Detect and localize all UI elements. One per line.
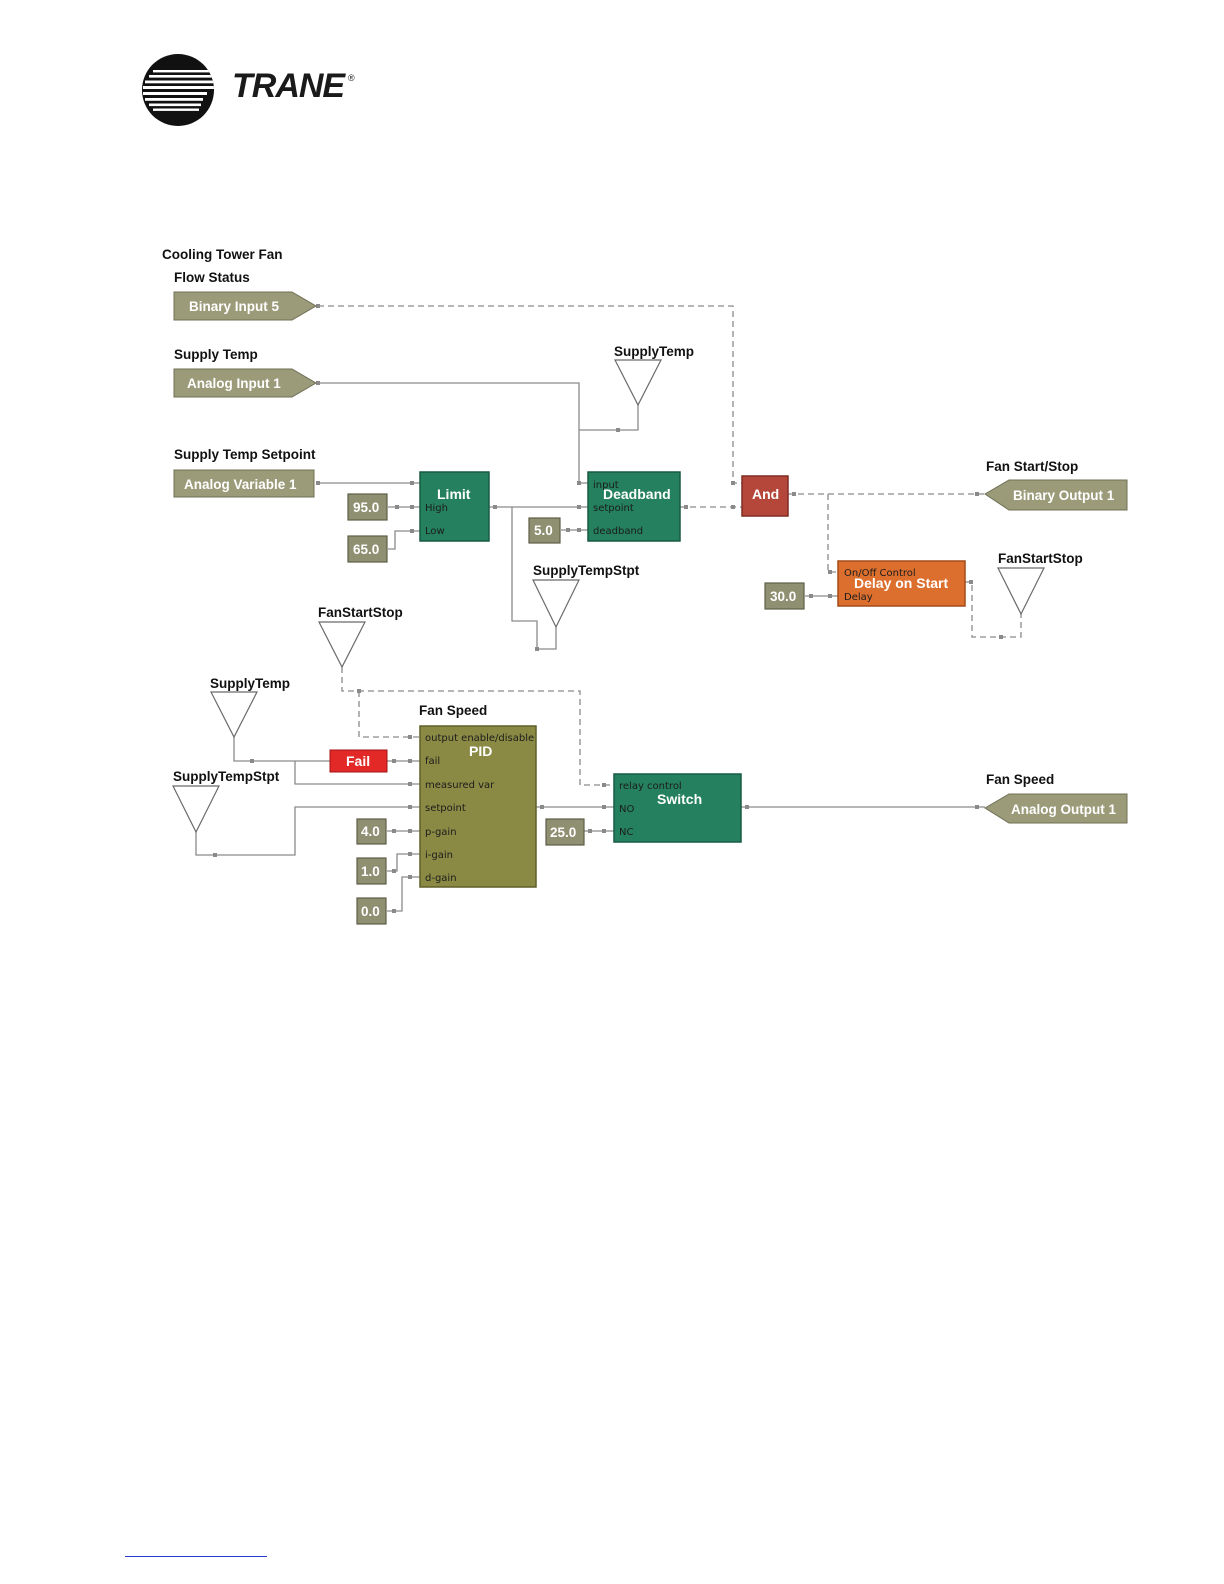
connection-dots <box>213 304 1003 913</box>
ref-supplytempstpt-mid[interactable]: SupplyTempStpt <box>532 563 640 629</box>
pid-pin-measured-var: measured var <box>425 780 495 791</box>
delay-block-name: Delay on Start <box>854 575 948 591</box>
ref-supplytemp-top-label: SupplyTemp <box>614 344 694 359</box>
constant-25[interactable]: 25.0 <box>545 818 585 846</box>
delay-pin-onoff: On/Off Control <box>844 568 916 579</box>
ref-supplytempstpt-left[interactable]: SupplyTempStpt <box>172 769 280 834</box>
switch-block[interactable]: relay control Switch NO NC <box>613 773 742 843</box>
bo1-title: Fan Start/Stop <box>986 459 1078 474</box>
pid-pin-setpoint: setpoint <box>425 803 466 814</box>
analog-output-1-label: Analog Output 1 <box>1011 802 1116 817</box>
ref-supplytempstpt-left-label: SupplyTempStpt <box>173 769 280 784</box>
registered-mark: ® <box>348 73 355 83</box>
pid-pin-i-gain: i-gain <box>425 850 453 861</box>
constant-d-gain[interactable]: 0.0 <box>356 897 387 925</box>
constant-d-gain-value: 0.0 <box>361 904 380 919</box>
analog-input-1[interactable]: Analog Input 1 <box>173 368 317 398</box>
limit-pin-low: Low <box>425 526 445 537</box>
binary-input-5[interactable]: Binary Input 5 <box>173 291 317 321</box>
trane-globe-icon <box>142 54 214 126</box>
ref-fanstartstop-right-label: FanStartStop <box>998 551 1083 566</box>
and-block-name: And <box>752 486 779 502</box>
delay-pin-delay: Delay <box>844 592 873 603</box>
constant-p-gain-value: 4.0 <box>361 824 380 839</box>
ai1-title: Supply Temp <box>174 347 258 362</box>
constant-i-gain[interactable]: 1.0 <box>356 857 387 885</box>
constant-30-value: 30.0 <box>770 589 796 604</box>
constant-95-value: 95.0 <box>353 500 379 515</box>
fail-block[interactable]: Fail <box>329 749 388 773</box>
pid-block[interactable]: output enable/disable PID fail measured … <box>419 725 537 888</box>
ref-fanstartstop-left-label: FanStartStop <box>318 605 403 620</box>
binary-output-1-label: Binary Output 1 <box>1013 488 1115 503</box>
deadband-pin-deadband: deadband <box>593 526 643 537</box>
bi5-title-line2: Flow Status <box>174 270 250 285</box>
ref-fanstartstop-right[interactable]: FanStartStop <box>997 551 1083 616</box>
constant-i-gain-value: 1.0 <box>361 864 380 879</box>
analog-variable-1-label: Analog Variable 1 <box>184 477 297 492</box>
switch-pin-relay-control: relay control <box>619 781 682 792</box>
pid-pin-p-gain: p-gain <box>425 827 457 838</box>
constant-65-value: 65.0 <box>353 542 379 557</box>
constant-65[interactable]: 65.0 <box>347 535 388 563</box>
bi5-title-line1: Cooling Tower Fan <box>162 247 283 262</box>
pid-pin-output-enable: output enable/disable <box>425 733 534 744</box>
constant-5-value: 5.0 <box>534 523 553 538</box>
deadband-pin-setpoint: setpoint <box>593 503 634 514</box>
analog-input-1-label: Analog Input 1 <box>187 376 281 391</box>
deadband-block[interactable]: input Deadband setpoint deadband <box>587 471 681 542</box>
constant-95[interactable]: 95.0 <box>347 493 388 521</box>
switch-pin-nc: NC <box>619 827 633 838</box>
footer-link-underline[interactable] <box>125 1556 267 1557</box>
pid-pin-fail: fail <box>425 756 440 767</box>
switch-pin-no: NO <box>619 804 634 815</box>
ref-supplytemp-left[interactable]: SupplyTemp <box>210 676 290 739</box>
pid-title: Fan Speed <box>419 703 487 718</box>
constant-30[interactable]: 30.0 <box>764 582 805 610</box>
binary-input-5-label: Binary Input 5 <box>189 299 280 314</box>
pid-pin-d-gain: d-gain <box>425 873 457 884</box>
ref-supplytempstpt-mid-label: SupplyTempStpt <box>533 563 640 578</box>
ref-supplytemp-left-label: SupplyTemp <box>210 676 290 691</box>
av1-title: Supply Temp Setpoint <box>174 447 316 462</box>
constant-5[interactable]: 5.0 <box>528 517 561 544</box>
ao1-title: Fan Speed <box>986 772 1054 787</box>
analog-output-1[interactable]: Analog Output 1 <box>984 793 1128 824</box>
ref-fanstartstop-left[interactable]: FanStartStop <box>318 605 403 669</box>
constant-25-value: 25.0 <box>550 825 576 840</box>
and-block[interactable]: And <box>741 475 789 517</box>
analog-variable-1[interactable]: Analog Variable 1 <box>173 469 315 498</box>
switch-block-name: Switch <box>657 791 702 807</box>
pid-block-name: PID <box>469 743 492 759</box>
trane-logo: TRANE ® <box>141 53 371 127</box>
ref-supplytemp-top[interactable]: SupplyTemp <box>614 344 694 407</box>
binary-output-1[interactable]: Binary Output 1 <box>984 479 1128 511</box>
limit-pin-high: High <box>425 503 448 514</box>
deadband-block-name: Deadband <box>603 486 671 502</box>
brand-name: TRANE <box>232 67 345 105</box>
constant-p-gain[interactable]: 4.0 <box>356 818 387 845</box>
limit-block[interactable]: Limit High Low <box>419 471 490 542</box>
fail-block-name: Fail <box>346 753 370 769</box>
delay-on-start-block[interactable]: On/Off Control Delay on Start Delay <box>837 560 966 607</box>
deadband-pin-input: input <box>593 480 619 491</box>
limit-block-name: Limit <box>437 486 471 502</box>
